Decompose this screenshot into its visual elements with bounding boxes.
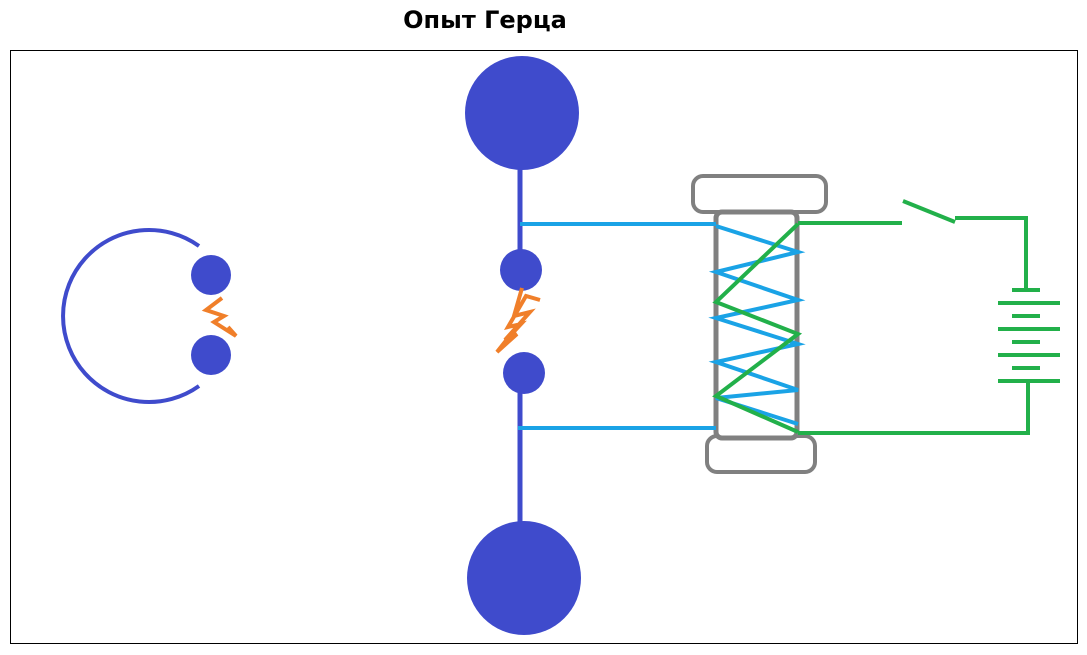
switch-lever: [902, 199, 956, 224]
induction-coil: [691, 174, 828, 474]
spark-gap-ball-top: [500, 249, 542, 291]
coil-cap-top: [691, 174, 828, 214]
secondary-circuit: [798, 199, 1060, 435]
receiver-spark-icon: [201, 296, 238, 338]
dipole-sphere-top: [465, 56, 579, 170]
secondary-winding: [712, 222, 803, 434]
diagram-title: Опыт Герца: [403, 6, 567, 34]
resonator-ring: [61, 228, 201, 404]
coil-cap-bottom: [705, 434, 817, 474]
diagram-frame: [10, 50, 1078, 644]
primary-circuit: [518, 222, 716, 430]
transmitter-spark-icon: [495, 287, 541, 354]
dipole-sphere-bottom: [467, 521, 581, 635]
receiver-resonator: [61, 228, 238, 404]
transmitter-dipole: [465, 56, 581, 635]
battery-icon: [998, 288, 1060, 383]
resonator-ball-bottom: [191, 335, 231, 375]
resonator-ball-top: [191, 255, 231, 295]
spark-gap-ball-bottom: [503, 352, 545, 394]
